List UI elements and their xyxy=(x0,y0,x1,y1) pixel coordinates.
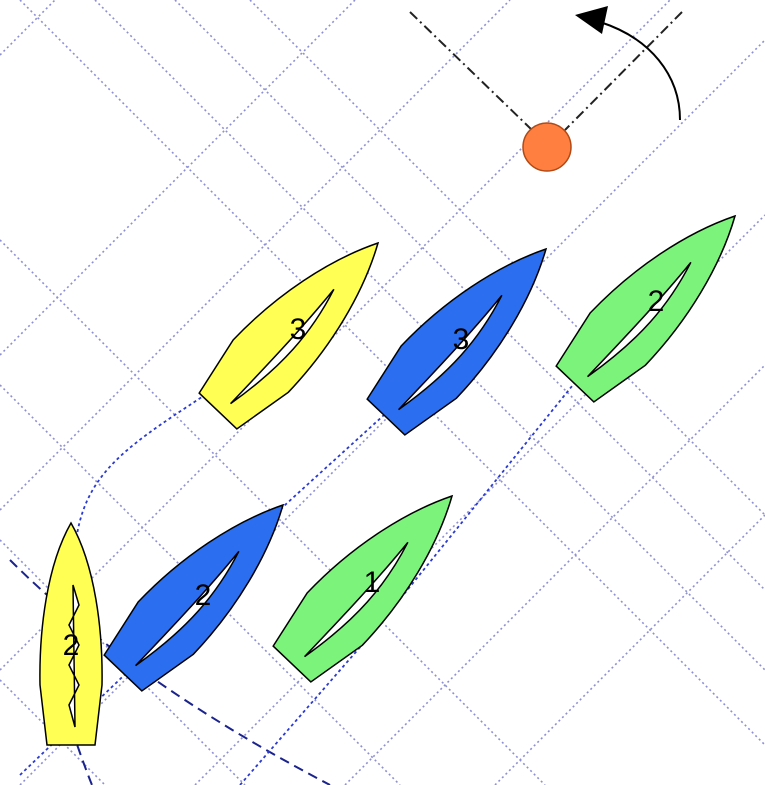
luffing-sail xyxy=(68,584,80,728)
yellow-boat-position-3-label: 3 xyxy=(290,313,307,346)
laylines-left xyxy=(409,11,533,131)
blue-boat-position-3 xyxy=(366,247,548,436)
laylines-right xyxy=(564,11,683,131)
green-boat-position-1 xyxy=(272,494,454,683)
blue-boat-position-3-label: 3 xyxy=(453,323,470,356)
orange-mark-buoy-icon xyxy=(522,122,572,172)
green-boat-position-2-label: 2 xyxy=(648,285,665,318)
wind-shift-arrowhead xyxy=(575,6,608,34)
boats: 2 1 3 2 3 2 xyxy=(39,214,737,746)
green-boat-position-2 xyxy=(555,214,737,403)
yellow-boat-position-3 xyxy=(198,241,380,430)
yellow-boat-position-2 xyxy=(39,521,103,746)
zone-arc-inner xyxy=(61,699,93,785)
boat-tracks xyxy=(19,369,586,785)
green-boat-position-1-label: 1 xyxy=(364,566,381,599)
yellow-boat-track xyxy=(74,384,221,551)
yellow-boat-position-2-label: 2 xyxy=(63,629,80,662)
wind-shift-arrow-icon xyxy=(599,21,681,121)
windward-mark-group xyxy=(409,6,683,172)
blue-boat-position-2 xyxy=(103,503,285,692)
blue-boat-position-2-label: 2 xyxy=(195,579,212,612)
